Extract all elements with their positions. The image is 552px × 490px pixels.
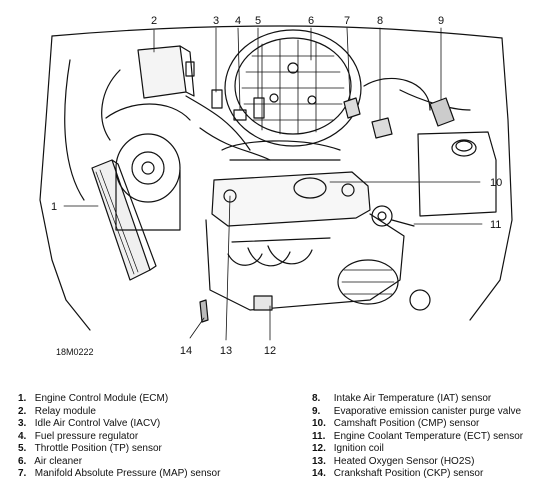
engine-bay-diagram: 1 2 3 4 5 6 7 8 9 10 11 12 13 14 18M0222: [39, 15, 513, 357]
callout-13: 13: [220, 345, 232, 357]
legend-left: 1. Engine Control Module (ECM) 2. Relay …: [18, 393, 220, 481]
callout-8: 8: [377, 15, 383, 27]
callout-14: 14: [180, 345, 192, 357]
bonnet-outline: [51, 25, 503, 39]
legend-num: 3.: [18, 418, 27, 429]
legend-item-13: 13. Heated Oxygen Sensor (HO2S): [312, 456, 523, 469]
legend-item-2: 2. Relay module: [18, 406, 220, 419]
legend-text: Idle Air Control Valve (IACV): [34, 418, 161, 429]
hose-left: [64, 59, 121, 201]
leader-7: [346, 27, 351, 101]
legend-item-8: 8. Intake Air Temperature (IAT) sensor: [312, 393, 523, 406]
legend-item-10: 10. Camshaft Position (CMP) sensor: [312, 418, 523, 431]
tp-sensor-body: [253, 97, 265, 119]
ignition-coil-body: [253, 295, 273, 311]
legend-num: 11.: [312, 430, 326, 442]
iacv-body: [211, 89, 223, 109]
legend-text: Throttle Position (TP) sensor: [34, 443, 162, 454]
legend-text: Crankshaft Position (CKP) sensor: [333, 468, 484, 479]
callout-2: 2: [151, 15, 157, 27]
air-cleaner: [224, 29, 362, 147]
callout-12: 12: [264, 345, 276, 357]
legend-item-12: 12. Ignition coil: [312, 443, 523, 456]
legend-text: Intake Air Temperature (IAT) sensor: [333, 393, 492, 404]
legend-num: 7.: [18, 468, 27, 479]
legend-num: 2.: [18, 405, 27, 417]
legend-num: 10.: [312, 418, 326, 429]
legend-item-1: 1. Engine Control Module (ECM): [18, 393, 220, 406]
legend-text: Manifold Absolute Pressure (MAP) sensor: [34, 468, 221, 479]
legend-text: Engine Coolant Temperature (ECT) sensor: [333, 430, 524, 442]
rocker-cover: [211, 171, 371, 227]
brake-booster: [105, 103, 191, 231]
legend-text: Fuel pressure regulator: [34, 430, 139, 442]
legend-num: 4.: [18, 430, 27, 442]
coolant-reservoir: [417, 131, 497, 217]
legend-item-3: 3. Idle Air Control Valve (IACV): [18, 418, 220, 431]
engine-block: [205, 213, 405, 311]
leader-14: [189, 317, 205, 339]
iat-sensor-body: [371, 117, 393, 139]
pulley: [409, 289, 431, 311]
legend-text: Engine Control Module (ECM): [34, 393, 169, 404]
bay-right-wall: [469, 37, 513, 321]
leader-4: [237, 27, 241, 111]
callout-3: 3: [213, 15, 219, 27]
callout-11: 11: [490, 219, 501, 231]
legend-num: 12.: [312, 443, 326, 454]
legend-num: 9.: [312, 405, 321, 417]
callout-5: 5: [255, 15, 261, 27]
hose-upper: [185, 95, 271, 161]
bay-left-wall: [39, 35, 91, 331]
callout-4: 4: [235, 15, 241, 27]
callout-6: 6: [308, 15, 314, 27]
ckp-sensor-body: [199, 299, 209, 323]
alternator: [337, 259, 399, 305]
legend-text: Relay module: [34, 405, 96, 417]
legend-item-4: 4. Fuel pressure regulator: [18, 431, 220, 444]
legend-item-5: 5. Throttle Position (TP) sensor: [18, 443, 220, 456]
legend-num: 14.: [312, 468, 326, 479]
callout-1: 1: [51, 201, 57, 213]
figure-id: 18M0222: [56, 347, 94, 357]
legend-item-11: 11. Engine Coolant Temperature (ECT) sen…: [312, 431, 523, 444]
legend-text: Evaporative emission canister purge valv…: [333, 405, 522, 417]
legend-num: 5.: [18, 443, 27, 454]
legend-num: 8.: [312, 393, 321, 404]
leader-13: [225, 195, 231, 341]
legend-text: Ignition coil: [333, 443, 384, 454]
ignition-leads: [227, 237, 331, 267]
legend-num: 6.: [18, 455, 27, 467]
legend-text: Air cleaner: [34, 455, 83, 467]
callout-9: 9: [438, 15, 444, 27]
legend-num: 1.: [18, 393, 27, 404]
intake-manifold: [221, 140, 341, 161]
relay-module: [137, 45, 195, 99]
legend-num: 13.: [312, 455, 326, 467]
engine-control-module: [91, 159, 157, 281]
legend-text: Camshaft Position (CMP) sensor: [333, 418, 480, 429]
callout-10: 10: [490, 177, 502, 189]
legend-right: 8. Intake Air Temperature (IAT) sensor 9…: [312, 393, 523, 481]
legend-item-7: 7. Manifold Absolute Pressure (MAP) sens…: [18, 468, 220, 481]
purge-valve: [429, 97, 455, 127]
thermostat-housing: [371, 205, 415, 227]
legend-item-9: 9. Evaporative emission canister purge v…: [312, 406, 523, 419]
legend-text: Heated Oxygen Sensor (HO2S): [333, 455, 475, 467]
legend-item-6: 6. Air cleaner: [18, 456, 220, 469]
map-sensor-body: [343, 97, 361, 119]
callout-7: 7: [344, 15, 350, 27]
legend-item-14: 14. Crankshaft Position (CKP) sensor: [312, 468, 523, 481]
